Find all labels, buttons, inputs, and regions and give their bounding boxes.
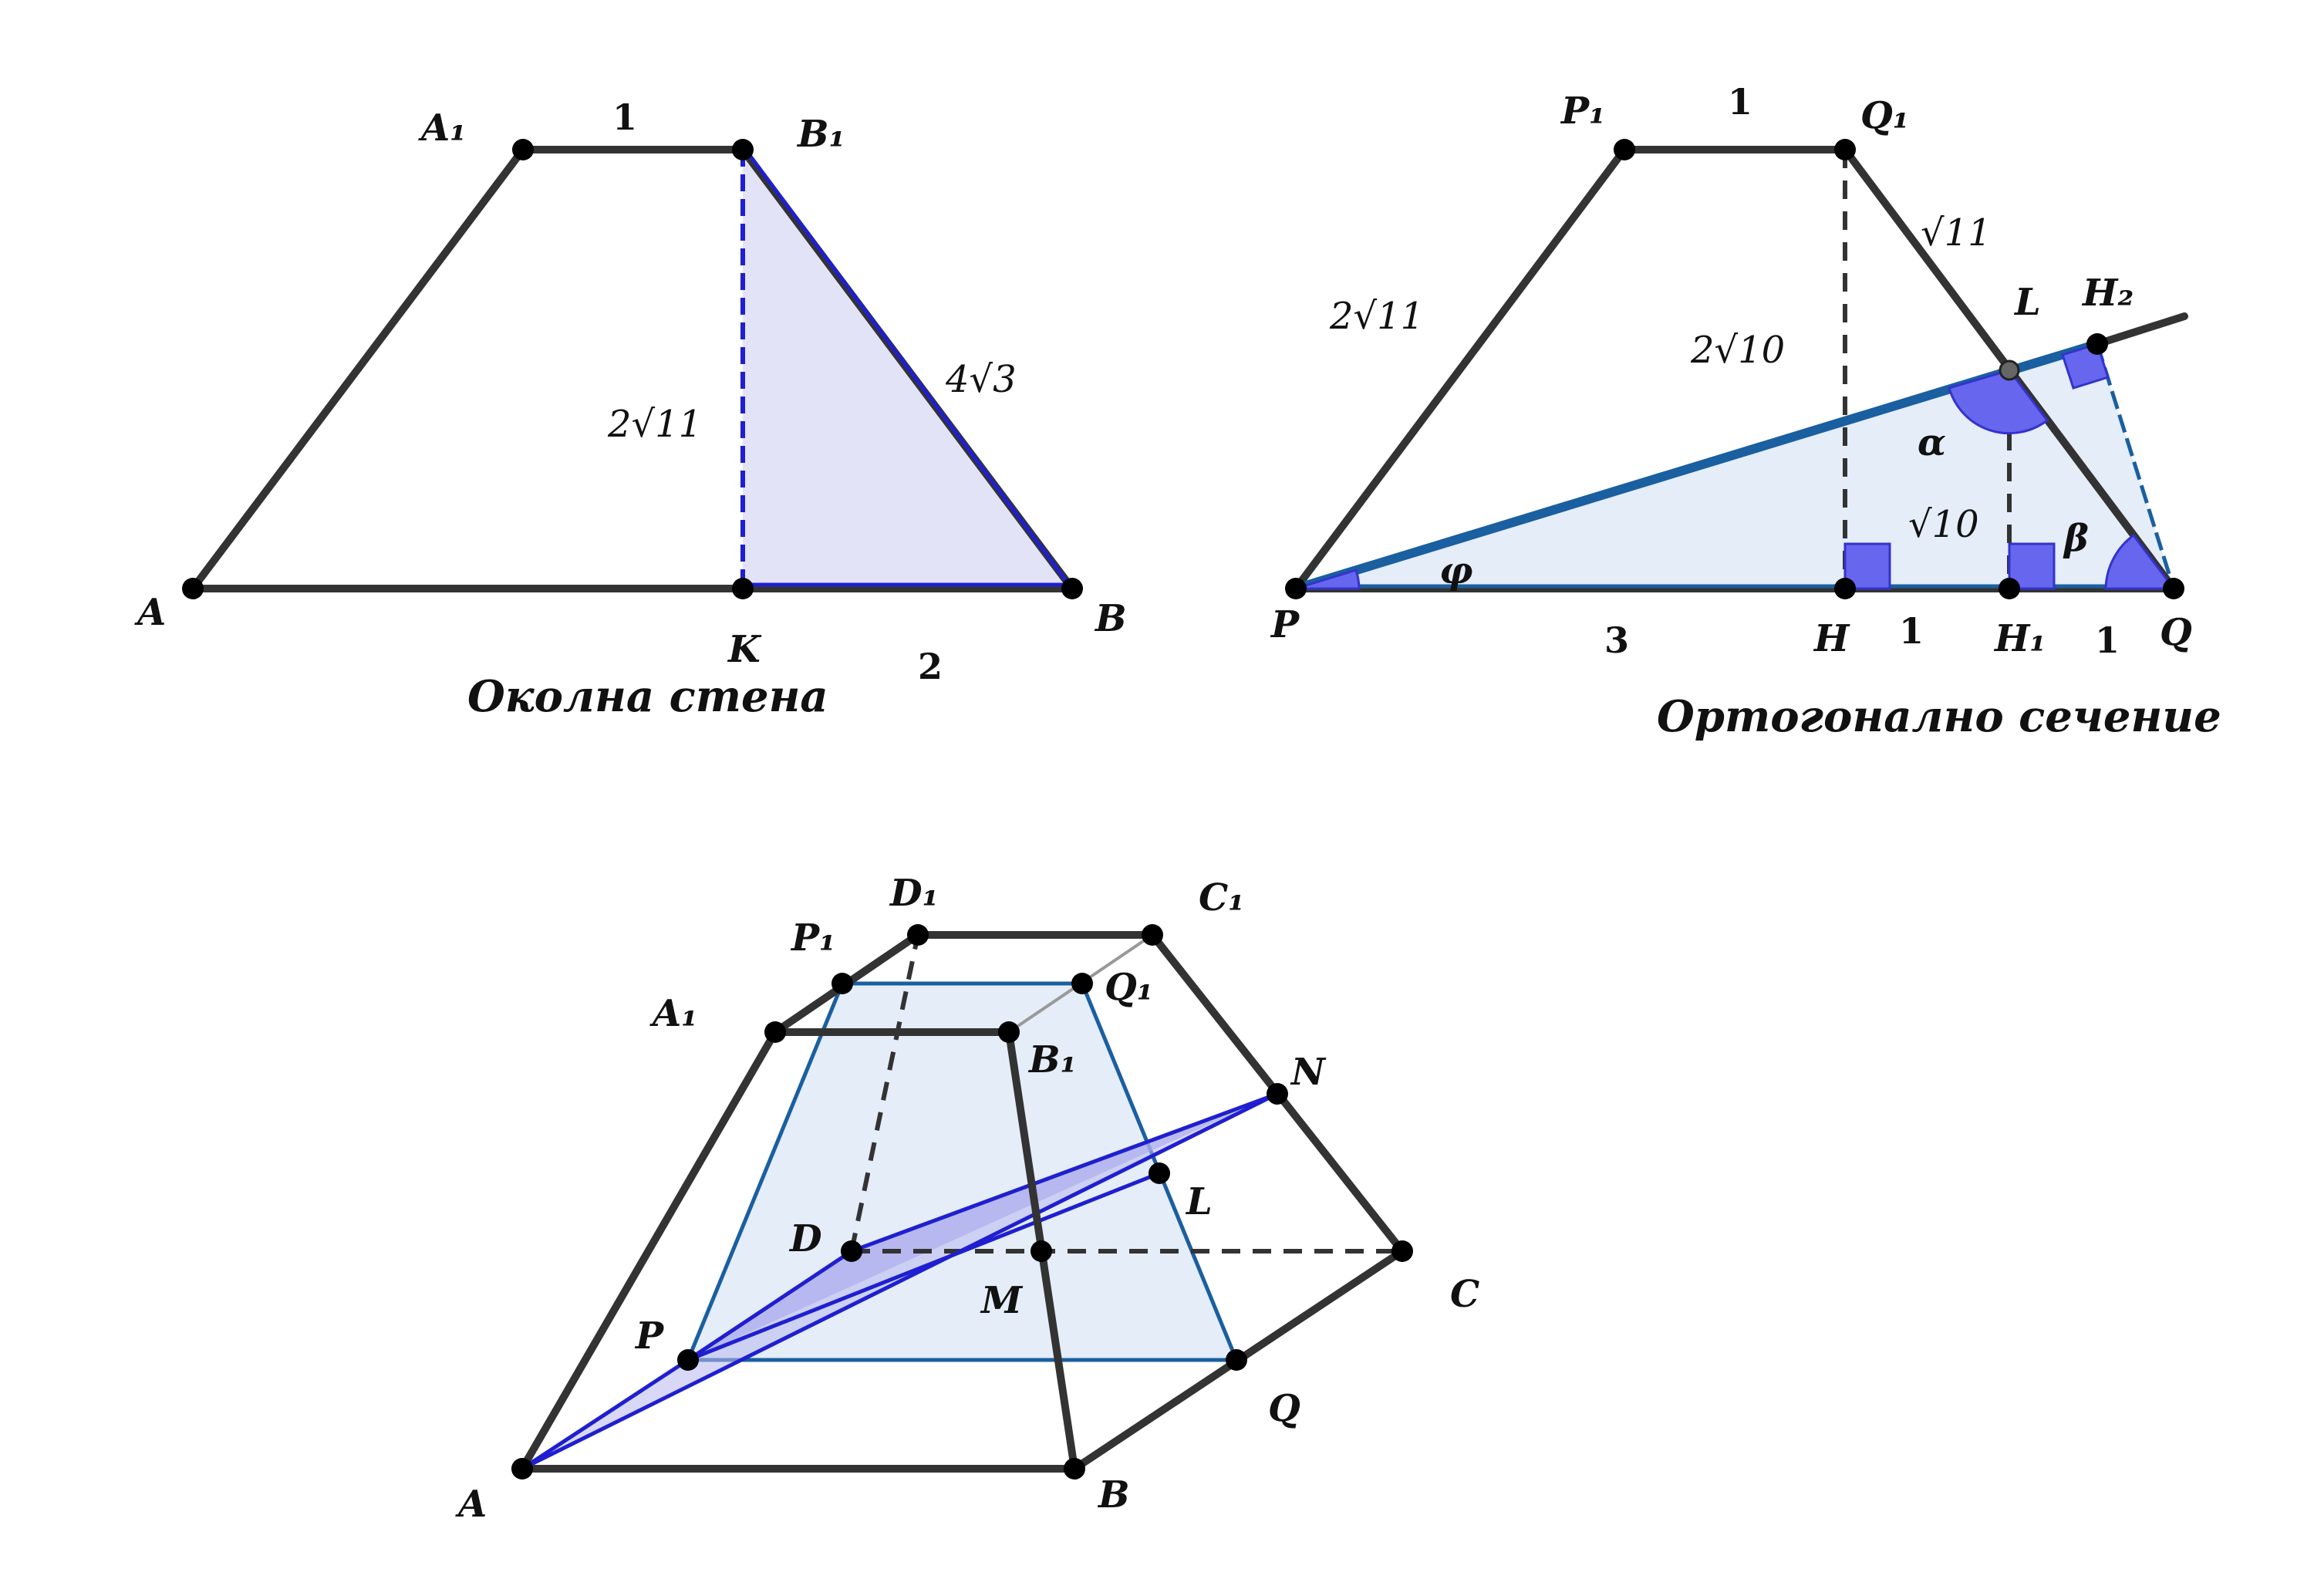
edge-p-p1: [1292, 146, 1628, 592]
slant-b1-b-highlight: [744, 150, 1071, 586]
point-c1: [1142, 924, 1163, 946]
label-height-b1k: 2√11: [607, 403, 702, 446]
point-a: [182, 578, 204, 599]
plane-p-d-n: [688, 1094, 1277, 1360]
label-h1q-length: 1: [2095, 619, 2120, 661]
label-h: H: [1813, 617, 1850, 660]
label-a1b1-length: 1: [612, 96, 637, 138]
point-a1: [764, 1021, 786, 1043]
label-pp1-length: 2√11: [1329, 295, 1424, 338]
label-p1: P₁: [790, 916, 835, 960]
label-l: L: [1185, 1180, 1213, 1223]
line-d-n: [851, 1092, 1278, 1254]
label-p: P: [634, 1314, 665, 1358]
point-a: [511, 1458, 533, 1480]
label-a1: A₁: [418, 106, 466, 150]
angle-alpha-marker: [1948, 369, 2049, 435]
label-q: Q: [2160, 611, 2192, 654]
point-d1: [907, 924, 929, 946]
point-b1: [732, 139, 754, 160]
label-n: N: [1290, 1051, 1327, 1094]
label-p1q1-length: 1: [1728, 81, 1752, 123]
angle-beta-marker: [2104, 533, 2177, 590]
point-h2: [2086, 333, 2108, 355]
figure-frustum: A B C D A₁ B₁ C₁ D₁ P Q P₁ Q₁ M N L: [455, 872, 1479, 1526]
point-k: [732, 578, 754, 599]
label-k: K: [727, 628, 762, 671]
point-m: [1031, 1240, 1052, 1262]
label-height-q1h: 2√10: [1690, 329, 1785, 372]
label-b: B: [1097, 1473, 1130, 1517]
point-p: [1285, 578, 1307, 599]
point-q1: [1834, 139, 1856, 160]
label-kb-length: 2: [918, 646, 943, 687]
edge-a-a1: [189, 146, 527, 592]
label-q1l-length: √11: [1921, 211, 1992, 255]
label-angle-phi: φ: [1439, 549, 1472, 592]
label-p: P: [1270, 603, 1300, 646]
point-p: [677, 1349, 699, 1371]
point-l: [1999, 359, 2020, 381]
line-a-n: [521, 1092, 1279, 1471]
label-b1: B₁: [796, 113, 845, 156]
right-angle-h2: [2061, 342, 2110, 390]
label-ph-length: 3: [1604, 619, 1629, 661]
point-h: [1834, 578, 1856, 599]
label-a: A: [455, 1483, 487, 1526]
point-c: [1391, 1240, 1413, 1262]
figure-orthogonal-section: P P₁ Q₁ Q H H₁ L H₂ 1 2√11 √11 2√10 √10 …: [1270, 81, 2221, 742]
label-h2: H₂: [2081, 272, 2134, 315]
caption-lateral-face: Околна стена: [467, 671, 828, 722]
triangle-p-h2-q: [1296, 344, 2174, 589]
label-slant-b1b: 4√3: [945, 358, 1017, 401]
angle-phi-marker: [1295, 569, 1361, 590]
point-p1: [831, 973, 853, 994]
point-b: [1064, 1458, 1085, 1480]
edge-a-a1: [518, 1028, 779, 1473]
label-l: L: [2013, 281, 2041, 324]
label-d: D: [788, 1217, 822, 1260]
line-a-p: [521, 1358, 690, 1471]
label-a1: A₁: [649, 992, 697, 1035]
point-b1: [998, 1021, 1020, 1043]
label-q: Q: [1268, 1387, 1300, 1430]
label-q1: Q₁: [1105, 966, 1153, 1009]
label-angle-alpha: α: [1918, 421, 1946, 464]
line-p-l: [687, 1171, 1160, 1362]
point-a1: [512, 139, 534, 160]
label-hh1-length: 1: [1899, 610, 1924, 652]
label-a: A: [134, 591, 166, 634]
point-q: [1226, 1349, 1247, 1371]
label-angle-beta: β: [2063, 517, 2089, 560]
label-lh1-length: √10: [1908, 503, 1979, 546]
point-b: [1061, 578, 1083, 599]
label-b: B: [1094, 597, 1127, 640]
caption-orthogonal-section: Ортогонално сечение: [1657, 691, 2221, 742]
label-c1: C₁: [1199, 876, 1244, 919]
point-d: [841, 1240, 862, 1262]
label-d1: D₁: [889, 872, 939, 915]
point-l: [1149, 1162, 1170, 1184]
point-q1: [1071, 973, 1093, 994]
point-n: [1267, 1083, 1288, 1105]
label-q1: Q₁: [1860, 94, 1909, 137]
figure-lateral-face: A A₁ B₁ B K 1 2√11 4√3 2 Околна стена: [134, 96, 1127, 722]
label-c: C: [1450, 1273, 1479, 1316]
label-m: M: [980, 1279, 1024, 1322]
point-q: [2163, 578, 2184, 599]
hidden-edge-d-d1: [849, 934, 920, 1252]
line-p-d: [686, 1249, 853, 1362]
point-p1: [1614, 139, 1635, 160]
line-p-h2-extension: [2093, 312, 2188, 348]
label-h1: H₁: [1993, 617, 2046, 660]
line-h2-q: [2095, 343, 2176, 589]
label-p1: P₁: [1560, 89, 1605, 133]
label-b1: B₁: [1027, 1038, 1077, 1081]
point-h1: [1999, 578, 2020, 599]
